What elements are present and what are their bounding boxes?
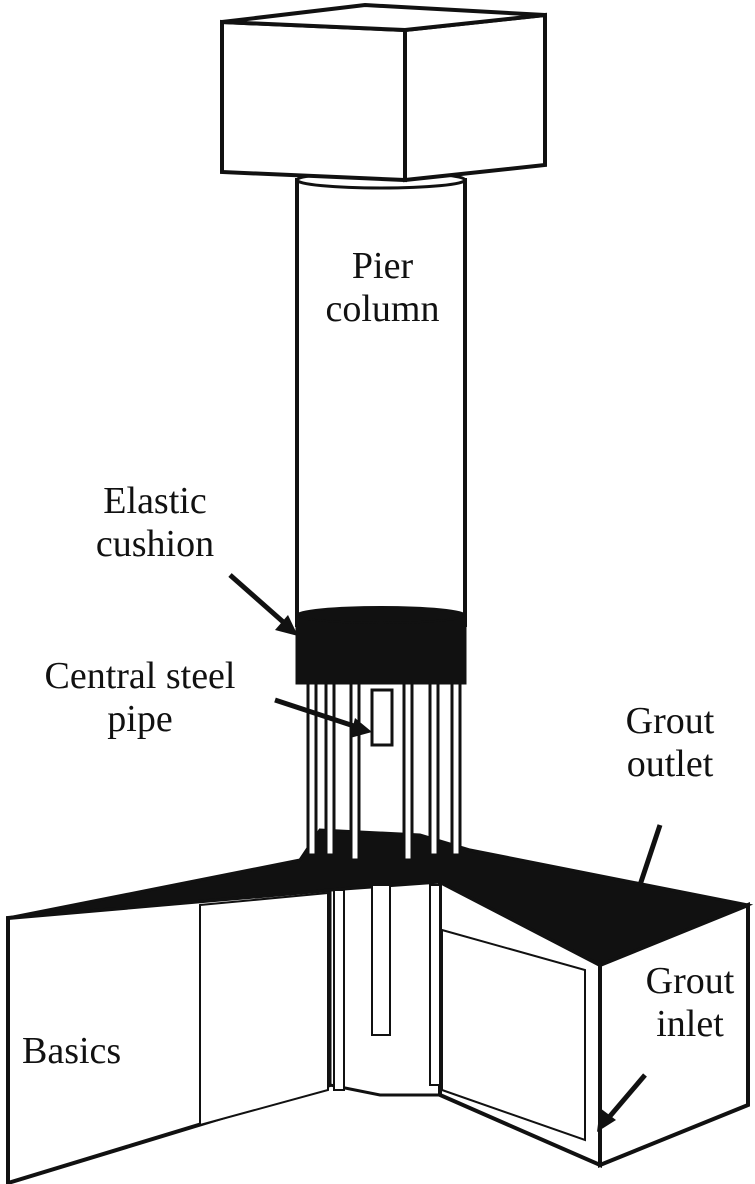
base-right-window xyxy=(441,928,586,1142)
grout-channel-left xyxy=(333,889,345,1091)
grout-inlet-label-line1: Grout xyxy=(645,960,735,1002)
elastic-cushion-label-line2: cushion xyxy=(95,522,215,565)
pier-cap-side xyxy=(403,12,547,183)
arrow-central-steel-pipe xyxy=(274,697,372,738)
grout-inlet-label: Grout inlet xyxy=(625,960,755,1045)
pier-column-label-line2: column xyxy=(325,287,440,330)
pier-column-label: Pier column xyxy=(270,245,495,330)
pier-column-label-line1: Pier xyxy=(351,245,414,287)
grout-channel-right xyxy=(429,884,441,1086)
grout-inlet-label-line2: inlet xyxy=(656,1002,724,1045)
grout-outlet-label-line2: outlet xyxy=(626,742,714,785)
elastic-cushion-top xyxy=(296,606,466,624)
grout-channel-center xyxy=(371,884,391,1036)
arrow-elastic-cushion xyxy=(228,573,298,636)
elastic-cushion-label-line1: Elastic xyxy=(103,480,207,522)
grout-outlet-label-line1: Grout xyxy=(625,700,715,742)
basics-label: Basics xyxy=(22,1030,122,1072)
grout-outlet-label: Grout outlet xyxy=(600,700,740,785)
elastic-cushion-label: Elastic cushion xyxy=(55,480,255,565)
elastic-cushion xyxy=(295,613,467,685)
pier-cap-top xyxy=(221,2,546,33)
central-steel-pipe-label-line2: pipe xyxy=(107,697,173,740)
pier-cap-front xyxy=(220,19,407,183)
arrow-grout-inlet xyxy=(597,1073,647,1132)
leader-grout-outlet xyxy=(637,824,663,886)
central-steel-pipe-label: Central steel pipe xyxy=(10,655,270,740)
central-steel-pipe-label-line1: Central steel xyxy=(44,655,236,697)
pier-column-body xyxy=(295,178,467,627)
base-left-window xyxy=(199,891,329,1127)
central-steel-pipe xyxy=(370,688,394,747)
